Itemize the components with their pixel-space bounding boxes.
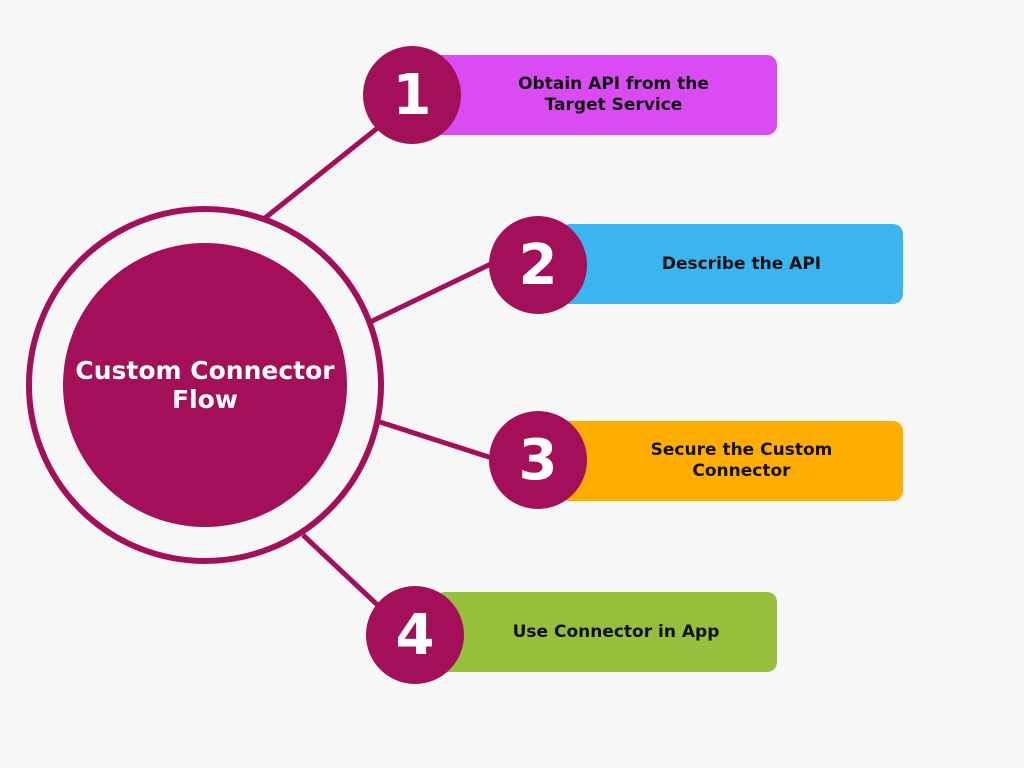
step-1-badge: 1 — [363, 46, 461, 144]
step-3-badge: 3 — [489, 411, 587, 509]
center-title: Custom Connector Flow — [75, 356, 335, 414]
line-step-3 — [379, 419, 496, 462]
line-step-4 — [301, 533, 387, 614]
step-1-label: Obtain API from the Target Service — [518, 74, 709, 115]
step-4-label: Use Connector in App — [512, 621, 720, 642]
step-3-number: 3 — [518, 427, 558, 493]
step-2-number: 2 — [518, 232, 558, 298]
step-2-badge: 2 — [489, 216, 587, 314]
step-1-box: Obtain API from the Target Service — [430, 55, 777, 135]
step-4-badge: 4 — [366, 586, 464, 684]
step-3-label: Secure the Custom Connector — [650, 440, 833, 481]
line-step-2 — [368, 259, 497, 325]
step-2-box: Describe the API — [560, 224, 903, 304]
step-4-number: 4 — [395, 602, 435, 668]
step-3-box: Secure the Custom Connector — [560, 421, 903, 501]
outer-ring — [26, 206, 384, 564]
step-4-box: Use Connector in App — [435, 592, 777, 672]
step-1-number: 1 — [392, 62, 432, 128]
step-2-label: Describe the API — [661, 253, 822, 274]
center-circle: Custom Connector Flow — [63, 243, 347, 527]
line-step-1 — [263, 120, 387, 220]
